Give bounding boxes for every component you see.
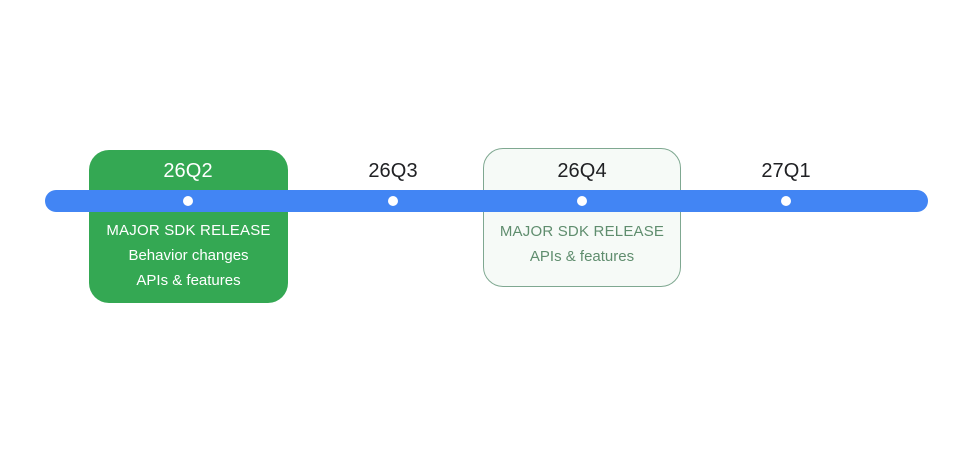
timeline-marker-26q3[interactable] [388,196,398,206]
release-card-26q2-line-3: APIs & features [136,272,241,289]
timeline-marker-26q2[interactable] [183,196,193,206]
release-card-26q4[interactable]: MAJOR SDK RELEASE APIs & features [483,148,681,287]
release-card-26q4-line-1: MAJOR SDK RELEASE [499,223,665,240]
quarter-label-27q1: 27Q1 [761,160,811,182]
release-card-26q4-body: MAJOR SDK RELEASE APIs & features [484,219,680,269]
quarter-label-26q4: 26Q4 [557,160,607,182]
quarter-label-26q3: 26Q3 [368,160,418,182]
release-card-26q4-line-2: APIs & features [529,248,635,265]
release-card-26q2-line-1: MAJOR SDK RELEASE [106,222,271,239]
quarter-label-26q2: 26Q2 [163,160,213,182]
timeline-marker-26q4[interactable] [577,196,587,206]
release-card-26q2[interactable]: MAJOR SDK RELEASE Behavior changes APIs … [89,150,288,303]
timeline-marker-27q1[interactable] [781,196,791,206]
release-card-26q2-line-2: Behavior changes [128,247,249,264]
release-card-26q2-body: MAJOR SDK RELEASE Behavior changes APIs … [89,218,288,293]
timeline-rail [45,190,928,212]
